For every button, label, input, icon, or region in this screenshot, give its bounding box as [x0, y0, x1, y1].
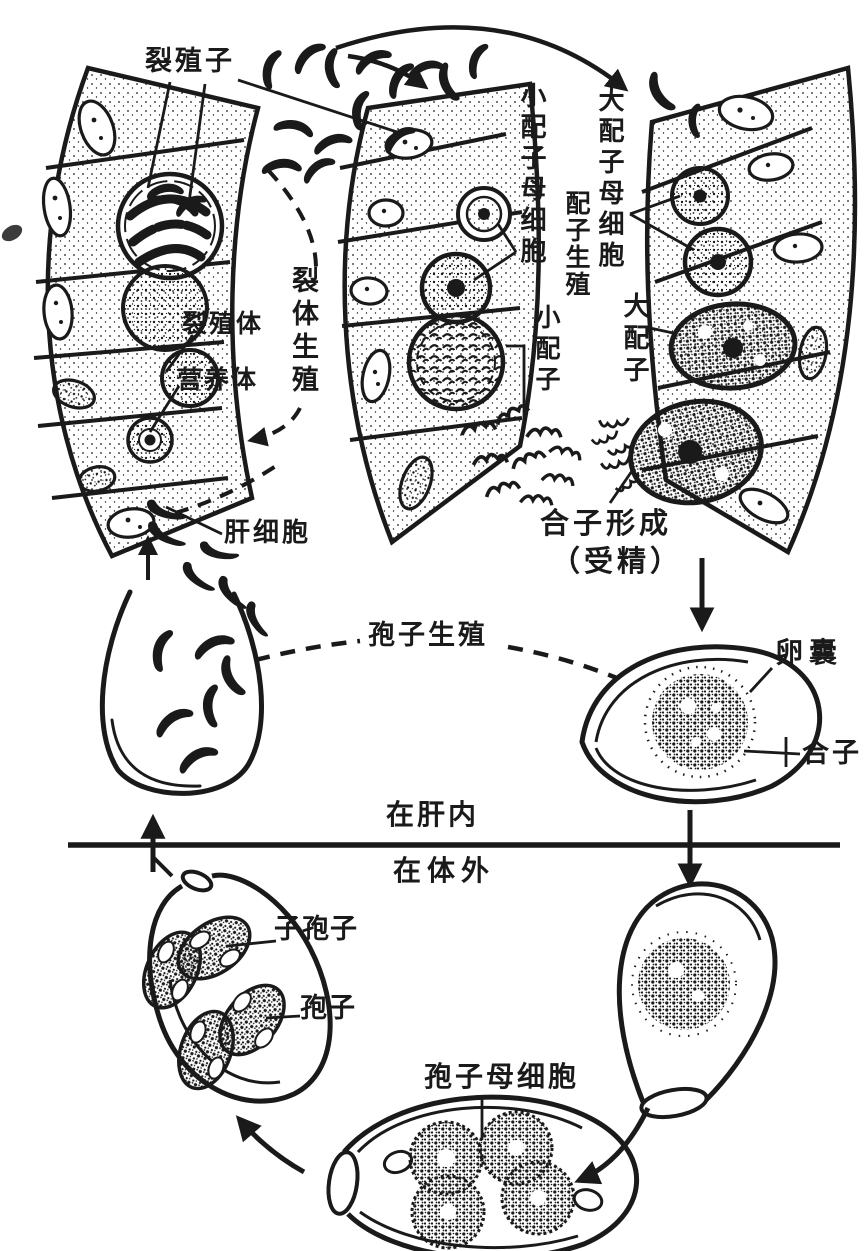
schizont-with-merozoites: [115, 171, 225, 281]
oocyst-with-zygote: [579, 644, 823, 805]
sporoblast-cluster: [382, 1110, 604, 1250]
label-zygote-formation: 合子形成: [540, 506, 673, 540]
spores: [141, 915, 286, 1091]
bottom-center-oocyst: [326, 1094, 640, 1251]
label-sporogony: 孢子生殖: [368, 620, 488, 651]
label-sporozoite: 子孢子: [274, 914, 358, 945]
label-trophozoite: 营养体: [177, 365, 259, 394]
nuclei-dots: [52, 117, 142, 529]
label-zygote: 合子: [802, 738, 862, 769]
bottom-right-oocyst: [616, 881, 778, 1120]
label-spore: 孢子: [300, 993, 356, 1024]
label-schizont: 裂殖体: [182, 309, 264, 338]
label-sporoblast: 孢子母细胞: [424, 1060, 580, 1093]
label-fertilization: （受精）: [551, 544, 684, 578]
bottom-cycle-arrows: [235, 1106, 651, 1185]
sporozoites-in-spores: [157, 930, 274, 1080]
right-liver-band: [628, 65, 858, 556]
middle-liver-band: [337, 81, 541, 546]
label-macrogametocyte: 大配子母细胞: [594, 86, 624, 272]
microgametocyte-early: [456, 186, 512, 242]
schizont-stippled: [121, 264, 209, 352]
macrogametocyte-mid: [682, 226, 754, 298]
flow-arrows-vertical: [138, 535, 715, 889]
sporozoite-teardrop: [99, 496, 280, 796]
label-in-liver: 在肝内: [386, 798, 480, 831]
macrogametocyte-early: [670, 166, 730, 226]
fertilized-macrogamete: [628, 398, 764, 506]
ink-smudge: [1, 224, 23, 242]
label-outside-body: 在体外: [393, 854, 496, 887]
liver-cell-nuclei: [41, 99, 156, 539]
label-merozoite: 裂殖子: [145, 46, 235, 77]
label-microgamete: 小配子: [532, 304, 561, 397]
nuclei-dots: [364, 139, 418, 386]
left-liver-band: [33, 65, 261, 559]
top-arrows: [335, 25, 629, 92]
microgametocyte-mid: [419, 251, 493, 325]
nuclei-dots: [737, 107, 798, 506]
label-gametogony: 配子生殖: [562, 190, 591, 298]
sporont-cell: [631, 931, 737, 1037]
label-macrogamete: 大配子: [619, 292, 649, 388]
arrow-oocyst-release: [152, 856, 174, 878]
arrow-sporont-to-sporoblasts: [574, 1106, 651, 1185]
label-schizogony: 裂体生殖: [287, 266, 318, 398]
liver-cell-nuclei: [349, 128, 434, 511]
label-liver-cell: 肝细胞: [224, 518, 312, 548]
label-pointer-lines: [146, 78, 801, 1140]
arrow-to-right-band: [335, 25, 629, 92]
schizogony-dashed-loop: [174, 168, 318, 515]
microgametocyte-exflagellating: [406, 312, 506, 412]
liver-cell-nuclei: [717, 94, 829, 525]
arrow-sporoblasts-to-spores: [235, 1115, 306, 1175]
trophozoite-cell: [126, 416, 174, 464]
label-oocyst: 卵囊: [775, 636, 844, 669]
bottom-left-oocyst: [141, 869, 333, 1104]
zygote-cell: [643, 665, 757, 779]
label-microgametocyte: 小配子母细胞: [516, 82, 546, 268]
macrogamete-cell: [668, 301, 798, 391]
arrow-to-middle-band: [347, 53, 429, 90]
